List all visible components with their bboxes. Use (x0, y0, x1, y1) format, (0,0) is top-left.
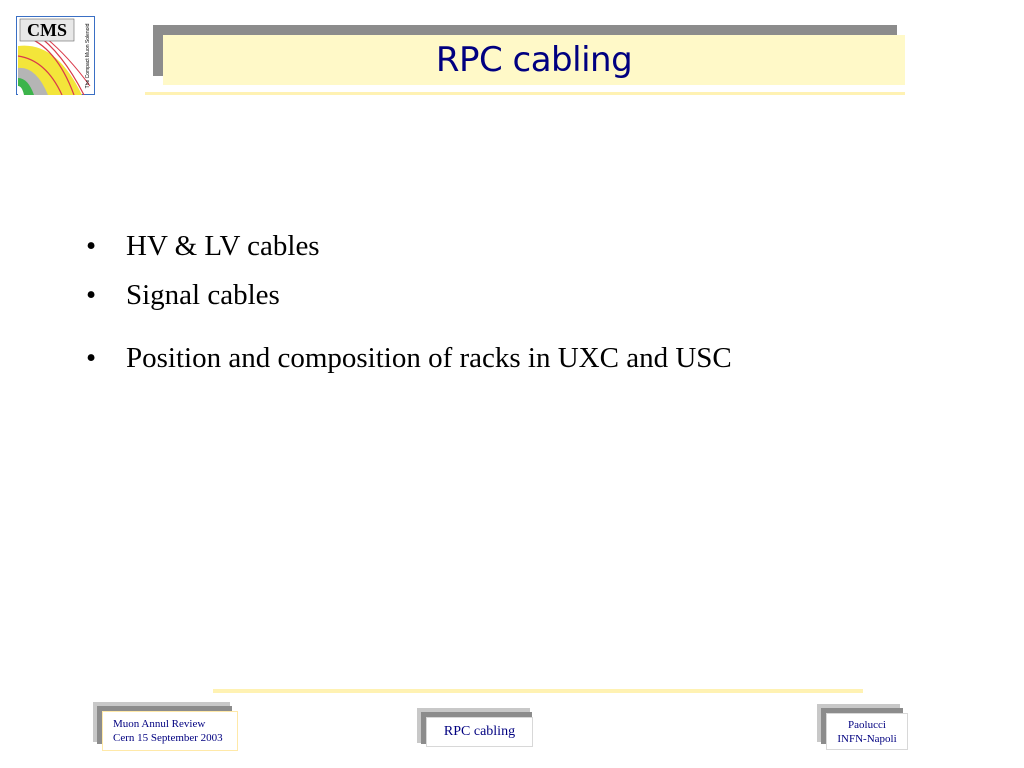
bullet-dot: • (86, 342, 97, 374)
footer-center-box: RPC cabling (426, 717, 533, 747)
footer-affiliation: INFN-Napoli (837, 732, 897, 745)
bullet-dot: • (86, 230, 97, 262)
bullet-item: • Position and composition of racks in U… (86, 340, 986, 376)
footer-author: Paolucci (848, 718, 886, 731)
bullet-text: Position and composition of racks in UXC… (126, 342, 732, 374)
title-underline (145, 92, 905, 95)
footer-line (213, 689, 863, 693)
title-box: RPC cabling (163, 35, 905, 85)
bullet-list: • HV & LV cables • Signal cables • Posit… (86, 228, 986, 376)
footer-left-box: Muon Annul Review Cern 15 September 2003 (102, 711, 238, 751)
footer-event: Muon Annul Review (113, 718, 206, 730)
slide-title: RPC cabling (435, 40, 633, 80)
footer-right-box: Paolucci INFN-Napoli (826, 713, 908, 750)
footer-date: Cern 15 September 2003 (113, 732, 223, 744)
bullet-item: • Signal cables (86, 277, 986, 313)
bullet-dot: • (86, 279, 97, 311)
cms-logo-icon: CMS The Compact Muon Solenoid (16, 16, 95, 95)
footer-title: RPC cabling (443, 724, 516, 739)
bullet-item: • HV & LV cables (86, 228, 986, 264)
bullet-text: HV & LV cables (126, 230, 320, 262)
bullet-text: Signal cables (126, 279, 280, 311)
cms-logo: CMS The Compact Muon Solenoid (16, 16, 95, 95)
logo-text: CMS (27, 20, 67, 40)
logo-subtitle: The Compact Muon Solenoid (85, 23, 91, 88)
